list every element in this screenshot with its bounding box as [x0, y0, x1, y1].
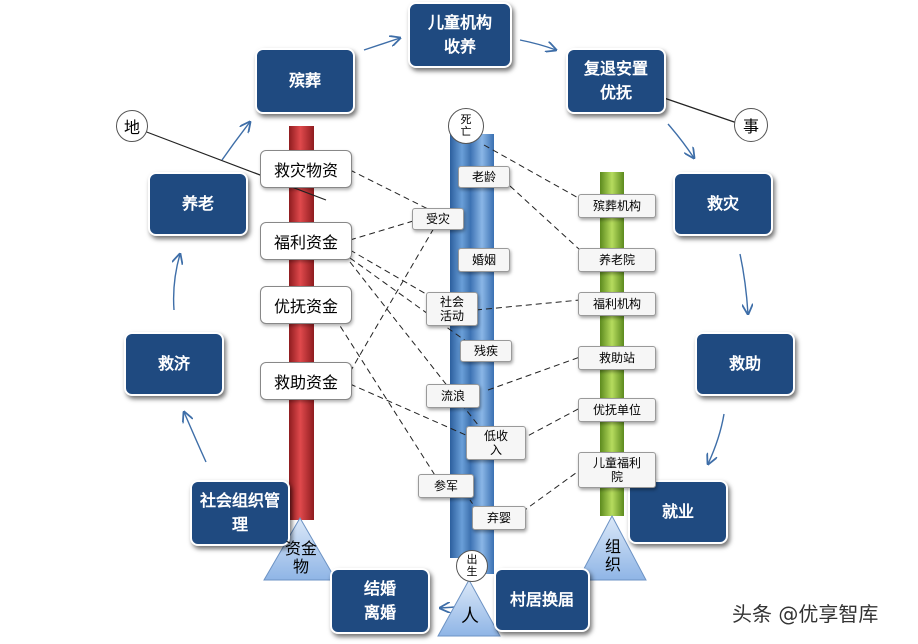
children-adoption-box: 儿童机构 收养 [408, 2, 512, 68]
person-label: 人 [461, 606, 479, 627]
watermark: 头条 @优享智库 [732, 602, 879, 626]
low-income-chip: 低收 入 [466, 426, 526, 460]
social-org-management-box: 社会组织管 理 [190, 480, 290, 546]
welfare-fund-box: 福利资金 [260, 222, 352, 260]
marriage-event-chip: 婚姻 [458, 248, 510, 272]
village-election-box: 村居换届 [494, 568, 590, 632]
employment-box: 就业 [628, 480, 728, 544]
funds-goods-triangle [263, 517, 337, 581]
organization-triangle [577, 514, 647, 581]
disaster-goods-box: 救灾物资 [260, 150, 352, 188]
old-age-chip: 老龄 [458, 166, 510, 188]
abandoned-infant-chip: 弃婴 [472, 506, 526, 530]
earth-leader [143, 130, 327, 201]
disaster-hit-chip: 受灾 [412, 208, 464, 230]
disaster-relief-box: 救灾 [673, 172, 773, 236]
cycle-arrows [174, 38, 748, 608]
disabled-chip: 残疾 [460, 340, 512, 362]
earth-marker: 地 [116, 110, 148, 142]
assistance-box: 救助 [695, 332, 795, 396]
burial-box: 殡葬 [255, 48, 355, 114]
preferential-unit-chip: 优抚单位 [578, 398, 656, 422]
funds-goods-label: 资金 物 [284, 539, 317, 576]
person-triangle [437, 578, 501, 637]
veterans-preferential-box: 复退安置 优抚 [566, 48, 666, 114]
elderly-care-box: 养老 [148, 172, 248, 236]
assistance-fund-box: 救助资金 [260, 362, 352, 400]
organization-label: 组 织 [604, 537, 621, 574]
welfare-org-chip: 福利机构 [578, 292, 656, 316]
death-marker: 死 亡 [448, 108, 484, 144]
marriage-divorce-box: 结婚 离婚 [330, 568, 430, 634]
homeless-chip: 流浪 [426, 384, 480, 408]
matter-marker: 事 [734, 108, 768, 142]
relief-aid-box: 救济 [124, 332, 224, 396]
funeral-org-chip: 殡葬机构 [578, 194, 656, 218]
social-activity-chip: 社会 活动 [426, 292, 478, 326]
birth-marker: 出 生 [456, 550, 488, 582]
preferential-fund-box: 优抚资金 [260, 286, 352, 324]
dashed-connectors [334, 144, 583, 521]
child-welfare-chip: 儿童福利 院 [578, 452, 656, 488]
assist-station-chip: 救助站 [578, 346, 656, 370]
nursing-home-chip: 养老院 [578, 248, 656, 272]
military-chip: 参军 [418, 474, 474, 498]
